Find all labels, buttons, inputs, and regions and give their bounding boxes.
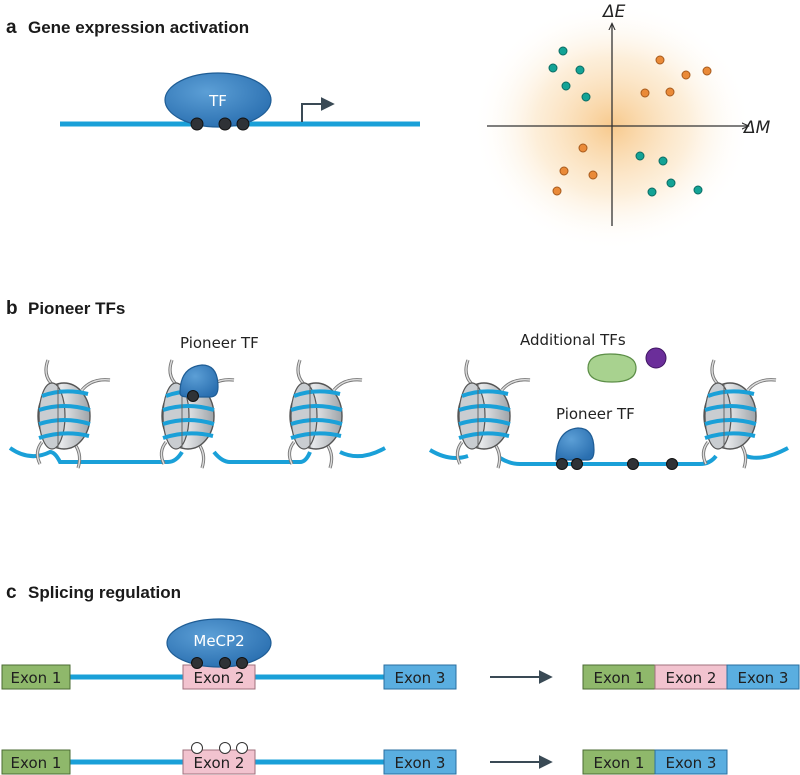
panel-b-letter: b <box>6 298 18 319</box>
dna-strand-b-right <box>428 446 789 466</box>
panel-b-title: Pioneer TFs <box>28 299 125 318</box>
exon2-label: Exon 2 <box>194 669 245 687</box>
exon3-label: Exon 3 <box>666 754 717 772</box>
methyl-dot <box>571 458 583 470</box>
point-teal <box>575 65 585 75</box>
unmethylated-dot <box>236 742 248 754</box>
point-teal <box>581 92 591 102</box>
exon2-label: Exon 2 <box>194 754 245 772</box>
point-teal <box>635 151 645 161</box>
exon1-label: Exon 1 <box>594 754 645 772</box>
mecp2-label: MeCP2 <box>193 632 244 650</box>
pioneer-tf-label-right: Pioneer TF <box>556 405 635 423</box>
point-orange <box>588 170 598 180</box>
unmethylated-dot <box>219 742 231 754</box>
tss-arrow-icon <box>301 97 335 122</box>
additional-tf-purple <box>645 347 667 369</box>
point-orange <box>702 66 712 76</box>
methyl-dot <box>187 390 199 402</box>
exon3-box <box>726 664 800 690</box>
nucleosome <box>455 358 532 470</box>
tf-protein <box>164 72 272 128</box>
scatter-points <box>548 46 712 197</box>
exon1-box <box>1 749 71 775</box>
mecp2-protein <box>166 618 272 668</box>
point-orange <box>665 87 675 97</box>
methyl-dot <box>666 458 678 470</box>
point-teal <box>693 185 703 195</box>
y-axis-label: ΔE <box>601 2 626 22</box>
panel-a-title: Gene expression activation <box>28 18 249 37</box>
pioneer-tf-bound-nucleosome <box>179 364 219 398</box>
exon3-box <box>654 749 728 775</box>
point-teal <box>647 187 657 197</box>
additional-tfs-label: Additional TFs <box>520 331 626 349</box>
additional-tf-green <box>587 353 637 383</box>
exon3-label: Exon 3 <box>395 754 446 772</box>
methyl-dot <box>191 657 203 669</box>
x-axis-label: ΔM <box>742 118 771 138</box>
nucleosome <box>287 358 364 470</box>
exon3-box <box>383 664 457 690</box>
exon1-label: Exon 1 <box>11 754 62 772</box>
exon2-box <box>182 749 256 775</box>
point-orange <box>655 55 665 65</box>
point-teal <box>658 156 668 166</box>
point-orange <box>681 70 691 80</box>
methyl-dot <box>627 458 639 470</box>
methyl-dot <box>219 657 231 669</box>
pioneer-tf-bound-dna <box>555 427 595 461</box>
pioneer-tf-label: Pioneer TF <box>180 334 259 352</box>
point-teal <box>561 81 571 91</box>
point-orange <box>640 88 650 98</box>
exon3-box <box>383 749 457 775</box>
exon1-label: Exon 1 <box>11 669 62 687</box>
exon1-box <box>582 749 656 775</box>
point-teal <box>548 63 558 73</box>
methyl-dot <box>190 117 204 131</box>
exon1-label: Exon 1 <box>594 669 645 687</box>
panel-c-letter: c <box>6 582 17 603</box>
methyl-dot <box>236 117 250 131</box>
exon3-label: Exon 3 <box>395 669 446 687</box>
panel-c-title: Splicing regulation <box>28 583 181 602</box>
exon2-label: Exon 2 <box>666 669 717 687</box>
nucleosome <box>701 358 778 470</box>
exon3-label: Exon 3 <box>738 669 789 687</box>
point-teal <box>558 46 568 56</box>
methyl-dot <box>556 458 568 470</box>
point-teal <box>666 178 676 188</box>
unmethylated-dot <box>191 742 203 754</box>
panel-a-letter: a <box>6 17 17 38</box>
point-orange <box>578 143 588 153</box>
exon1-box <box>1 664 71 690</box>
dna-strand-b-left <box>8 446 386 464</box>
point-orange <box>559 166 569 176</box>
exon1-box <box>582 664 656 690</box>
methyl-dot <box>236 657 248 669</box>
methyl-dot <box>218 117 232 131</box>
point-orange <box>552 186 562 196</box>
tf-label: TF <box>208 92 227 110</box>
